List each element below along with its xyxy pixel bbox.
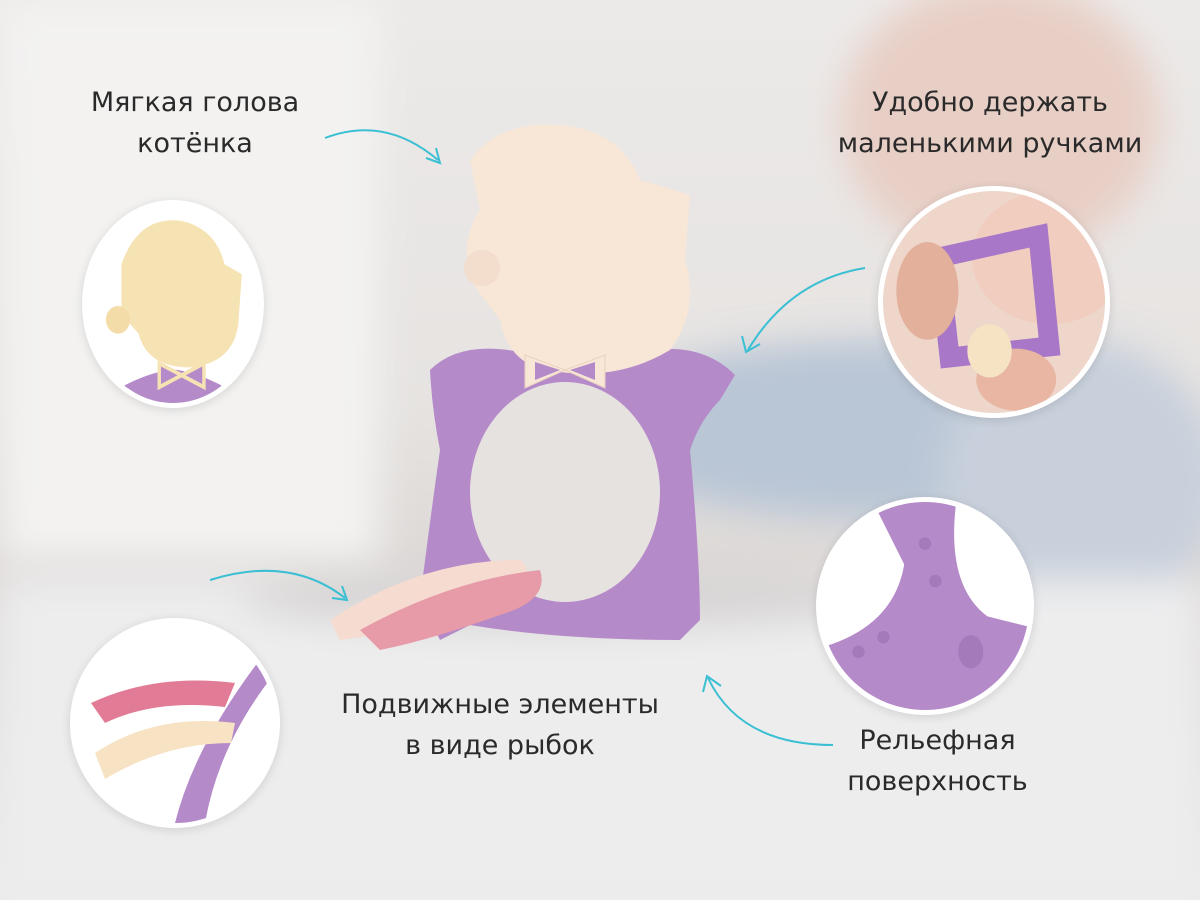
teether-product	[330, 124, 735, 650]
callout-arrows	[209, 129, 866, 746]
callout-relief-line2: поверхность	[847, 766, 1028, 797]
detail-circle-head	[82, 200, 264, 408]
callout-fish-line2: в виде рыбок	[405, 730, 595, 761]
callout-fish-line1: Подвижные элементы	[341, 689, 659, 720]
callout-relief-label: Рельефная поверхность	[820, 720, 1055, 802]
callout-head-line2: котёнка	[137, 128, 253, 159]
callout-grip-line1: Удобно держать	[872, 87, 1108, 118]
callout-fish-label: Подвижные элементы в виде рыбок	[330, 684, 670, 766]
detail-circle-grip	[878, 186, 1110, 418]
callout-head-line1: Мягкая голова	[90, 87, 300, 118]
callout-relief-line1: Рельефная	[859, 725, 1016, 756]
detail-circle-relief	[816, 497, 1034, 715]
detail-circle-fish	[70, 618, 280, 828]
callout-grip-label: Удобно держать маленькими ручками	[830, 82, 1150, 164]
callout-grip-line2: маленькими ручками	[837, 128, 1143, 159]
callout-head-label: Мягкая голова котёнка	[60, 82, 330, 164]
